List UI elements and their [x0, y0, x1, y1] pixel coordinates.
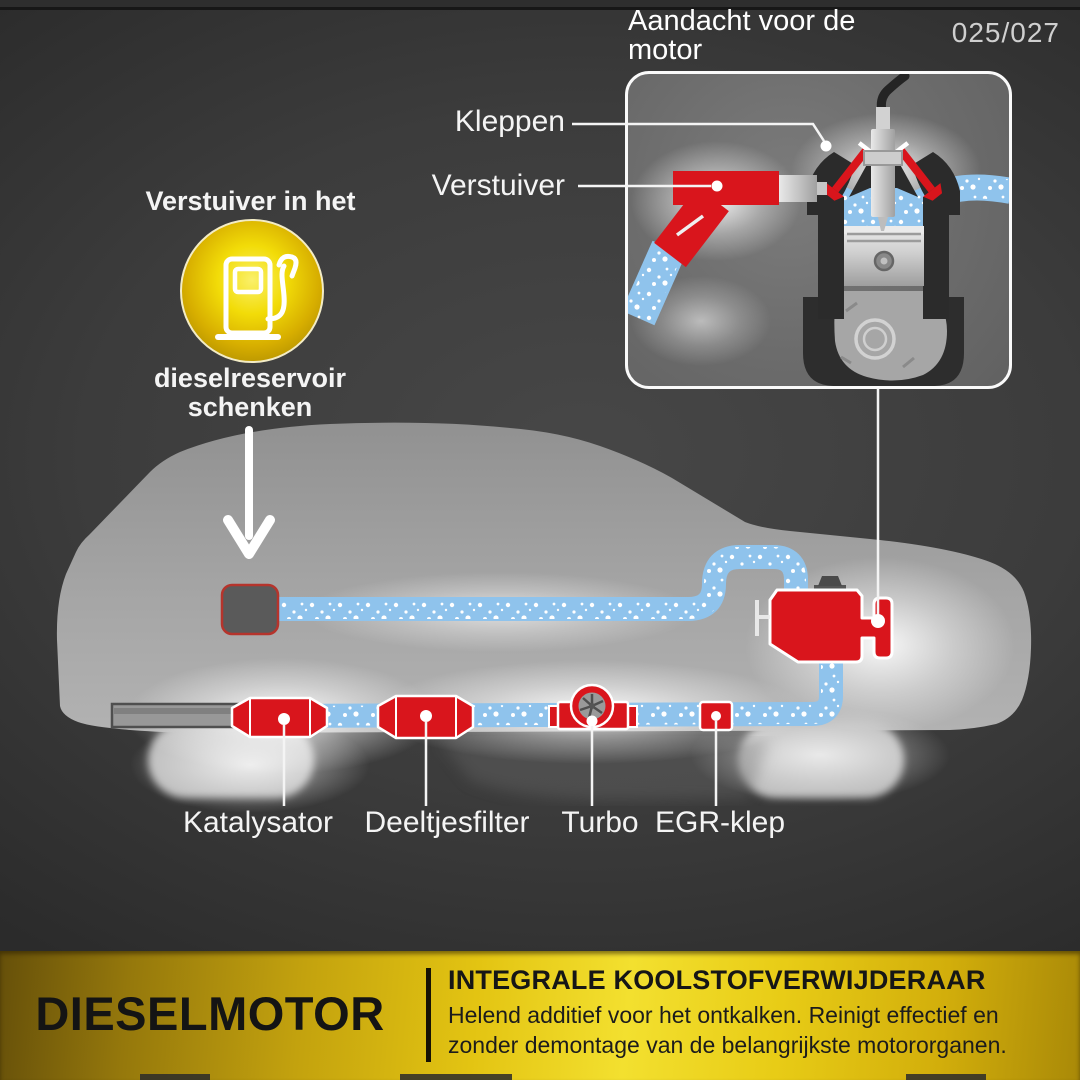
turbo-label: Turbo: [561, 806, 639, 839]
verstuiver-label: Verstuiver: [431, 169, 565, 202]
injector-icon: [628, 171, 827, 326]
fuel-pump-icon: [215, 253, 299, 340]
leader-lines: [282, 122, 880, 806]
fuel-pipe-speckles: [277, 547, 806, 619]
page-indicator: 025/027: [951, 17, 1060, 48]
cylinder-wall-left: [818, 197, 844, 319]
glow-front-wheel: [690, 707, 950, 803]
bottom-edge-tab: [906, 1074, 986, 1080]
engine-dot: [871, 614, 885, 628]
fuel-pump-badge: [180, 219, 324, 363]
down-arrow-icon: [223, 426, 275, 559]
exhaust-tip-icon: [110, 702, 242, 729]
inset-title: Aandacht voor de motor: [628, 5, 856, 66]
product-banner: [0, 951, 1080, 1080]
banner-divider: [426, 968, 431, 1062]
glow-plug-icon: [863, 74, 910, 231]
crank-ring: [854, 318, 896, 360]
turbo-icon: [548, 683, 638, 731]
deeltjesfilter-icon: [376, 694, 475, 740]
banner-description-line2: zonder demontage van de belangrijkste mo…: [448, 1032, 1007, 1058]
valve-right-icon: [890, 141, 943, 201]
fuel-instruction-top: Verstuiver in het: [145, 186, 356, 216]
kleppen-leader: [572, 122, 826, 142]
kleppen-dot: [820, 140, 832, 152]
katalysator-icon: [230, 696, 329, 739]
exhaust-pipe-speckles: [249, 655, 841, 726]
engine-inset-panel: [625, 71, 1012, 389]
crank-ring-inner: [862, 326, 888, 352]
deeltjesfilter-label: Deeltjesfilter: [364, 806, 530, 839]
banner-product-title: INTEGRALE KOOLSTOFVERWIJDERAAR: [448, 965, 986, 995]
crank-facets: [840, 301, 915, 369]
cylinder-wall-right: [923, 197, 949, 319]
bottom-edge-tab: [140, 1074, 210, 1080]
bottom-edge-tab: [400, 1074, 512, 1080]
katalysator-label: Katalysator: [182, 806, 334, 839]
crankshaft-icon: [834, 291, 947, 381]
kleppen-label: Kleppen: [454, 105, 565, 138]
top-edge-strip: [0, 0, 1080, 10]
verstuiver-dot: [711, 180, 723, 192]
engine-icon: [755, 576, 894, 664]
engine-cutaway-illustration: [628, 74, 1009, 386]
banner-category: DIESELMOTOR: [35, 987, 385, 1040]
glow-rear-wheel: [130, 717, 370, 813]
banner-description-line1: Helend additief voor het ontkalken. Rein…: [448, 1002, 999, 1028]
egr-label: EGR-klep: [654, 806, 786, 839]
fuel-tank-icon: [220, 583, 280, 636]
fuel-instruction-bottom: dieselreservoir schenken: [153, 363, 347, 422]
